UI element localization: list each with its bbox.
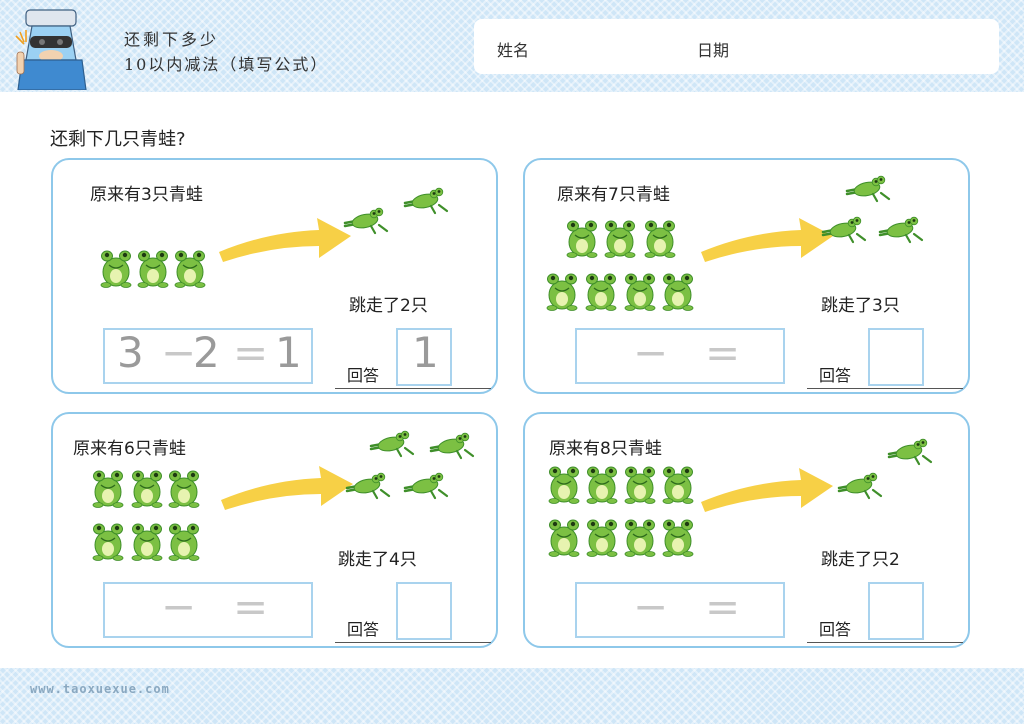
frog-jumping bbox=[429, 431, 475, 460]
frog-sitting bbox=[131, 523, 163, 562]
footer-url: www.taoxuexue.com bbox=[30, 682, 170, 696]
frog-jumping bbox=[887, 437, 933, 466]
arrow-icon bbox=[701, 218, 833, 262]
equation-box[interactable]: − = bbox=[575, 582, 785, 638]
original-count-label: 原来有6只青蛙 bbox=[73, 439, 186, 459]
equals-sign: = bbox=[233, 582, 269, 631]
minus-sign: − bbox=[633, 328, 669, 377]
original-count-label: 原来有7只青蛙 bbox=[557, 185, 670, 205]
equals-sign: = bbox=[233, 328, 269, 377]
worksheet-title: 还剩下多少 bbox=[124, 30, 220, 49]
name-label: 姓名 bbox=[497, 41, 530, 60]
equation-box[interactable]: − = bbox=[575, 328, 785, 384]
frog-sitting bbox=[624, 519, 656, 558]
equation-box[interactable]: 3 − 2 = 1 bbox=[103, 328, 313, 384]
arrow-icon bbox=[221, 466, 353, 510]
frog-jumping bbox=[403, 186, 449, 215]
answer-underline bbox=[335, 642, 491, 643]
frog-jumping bbox=[878, 215, 924, 244]
frog-sitting bbox=[586, 466, 618, 505]
minus-sign: − bbox=[633, 582, 669, 631]
answer-label: 回答 bbox=[347, 620, 380, 639]
frog-sitting bbox=[662, 519, 694, 558]
equals-sign: = bbox=[705, 582, 741, 631]
frog-sitting bbox=[662, 273, 694, 312]
jumped-count-label: 跳走了2只 bbox=[349, 296, 428, 316]
problem-panel-4: 原来有8只青蛙 跳走了只2 − = 回答 bbox=[523, 412, 970, 648]
minus-sign: − bbox=[161, 328, 197, 377]
mascot-icon bbox=[15, 9, 87, 90]
frog-sitting bbox=[168, 470, 200, 509]
answer-label: 回答 bbox=[819, 620, 852, 639]
original-count-label: 原来有8只青蛙 bbox=[549, 439, 662, 459]
answer-box[interactable] bbox=[396, 582, 452, 640]
arrow-icon bbox=[219, 218, 351, 262]
answer-label: 回答 bbox=[347, 366, 380, 385]
frog-sitting bbox=[131, 470, 163, 509]
answer-box[interactable]: 1 bbox=[396, 328, 452, 386]
frog-sitting bbox=[174, 250, 206, 289]
problem-panel-3: 原来有6只青蛙 跳走了4只 − = 回答 bbox=[51, 412, 498, 648]
frog-sitting bbox=[548, 466, 580, 505]
problem-panel-1: 原来有3只青蛙 跳走了2只 3 − 2 = 1 回答 1 bbox=[51, 158, 498, 394]
frog-jumping bbox=[345, 471, 391, 500]
frog-jumping bbox=[403, 471, 449, 500]
equation-box[interactable]: − = bbox=[103, 582, 313, 638]
frog-jumping bbox=[343, 206, 389, 235]
frog-sitting bbox=[137, 250, 169, 289]
answer-value: 1 bbox=[412, 328, 439, 377]
answer-box[interactable] bbox=[868, 328, 924, 386]
answer-label: 回答 bbox=[819, 366, 852, 385]
footer-band bbox=[0, 668, 1024, 724]
frog-sitting bbox=[92, 523, 124, 562]
original-count-label: 原来有3只青蛙 bbox=[90, 185, 203, 205]
problem-panel-2: 原来有7只青蛙 跳走了3只 − = 回答 bbox=[523, 158, 970, 394]
frog-sitting bbox=[662, 466, 694, 505]
frog-sitting bbox=[566, 220, 598, 259]
frog-sitting bbox=[624, 273, 656, 312]
answer-underline bbox=[335, 388, 491, 389]
frog-sitting bbox=[586, 519, 618, 558]
frog-sitting bbox=[92, 470, 124, 509]
frog-sitting bbox=[168, 523, 200, 562]
equals-sign: = bbox=[705, 328, 741, 377]
frog-jumping bbox=[837, 471, 883, 500]
frog-jumping bbox=[845, 174, 891, 203]
equation-minuend: 3 bbox=[117, 328, 144, 377]
frog-sitting bbox=[624, 466, 656, 505]
frog-sitting bbox=[100, 250, 132, 289]
name-date-box bbox=[474, 19, 999, 74]
equation-result: 1 bbox=[275, 328, 302, 377]
jumped-count-label: 跳走了3只 bbox=[821, 296, 900, 316]
frog-sitting bbox=[644, 220, 676, 259]
question-text: 还剩下几只青蛙? bbox=[50, 129, 186, 150]
arrow-icon bbox=[701, 468, 833, 512]
answer-underline bbox=[807, 388, 963, 389]
frog-sitting bbox=[604, 220, 636, 259]
answer-underline bbox=[807, 642, 963, 643]
date-label: 日期 bbox=[697, 41, 730, 60]
frog-jumping bbox=[369, 429, 415, 458]
frog-sitting bbox=[585, 273, 617, 312]
minus-sign: − bbox=[161, 582, 197, 631]
equation-subtrahend: 2 bbox=[193, 328, 220, 377]
frog-sitting bbox=[548, 519, 580, 558]
jumped-count-label: 跳走了4只 bbox=[338, 550, 417, 570]
answer-box[interactable] bbox=[868, 582, 924, 640]
frog-sitting bbox=[546, 273, 578, 312]
jumped-count-label: 跳走了只2 bbox=[821, 550, 900, 570]
worksheet-subtitle: 10以内减法（填写公式） bbox=[124, 55, 329, 74]
